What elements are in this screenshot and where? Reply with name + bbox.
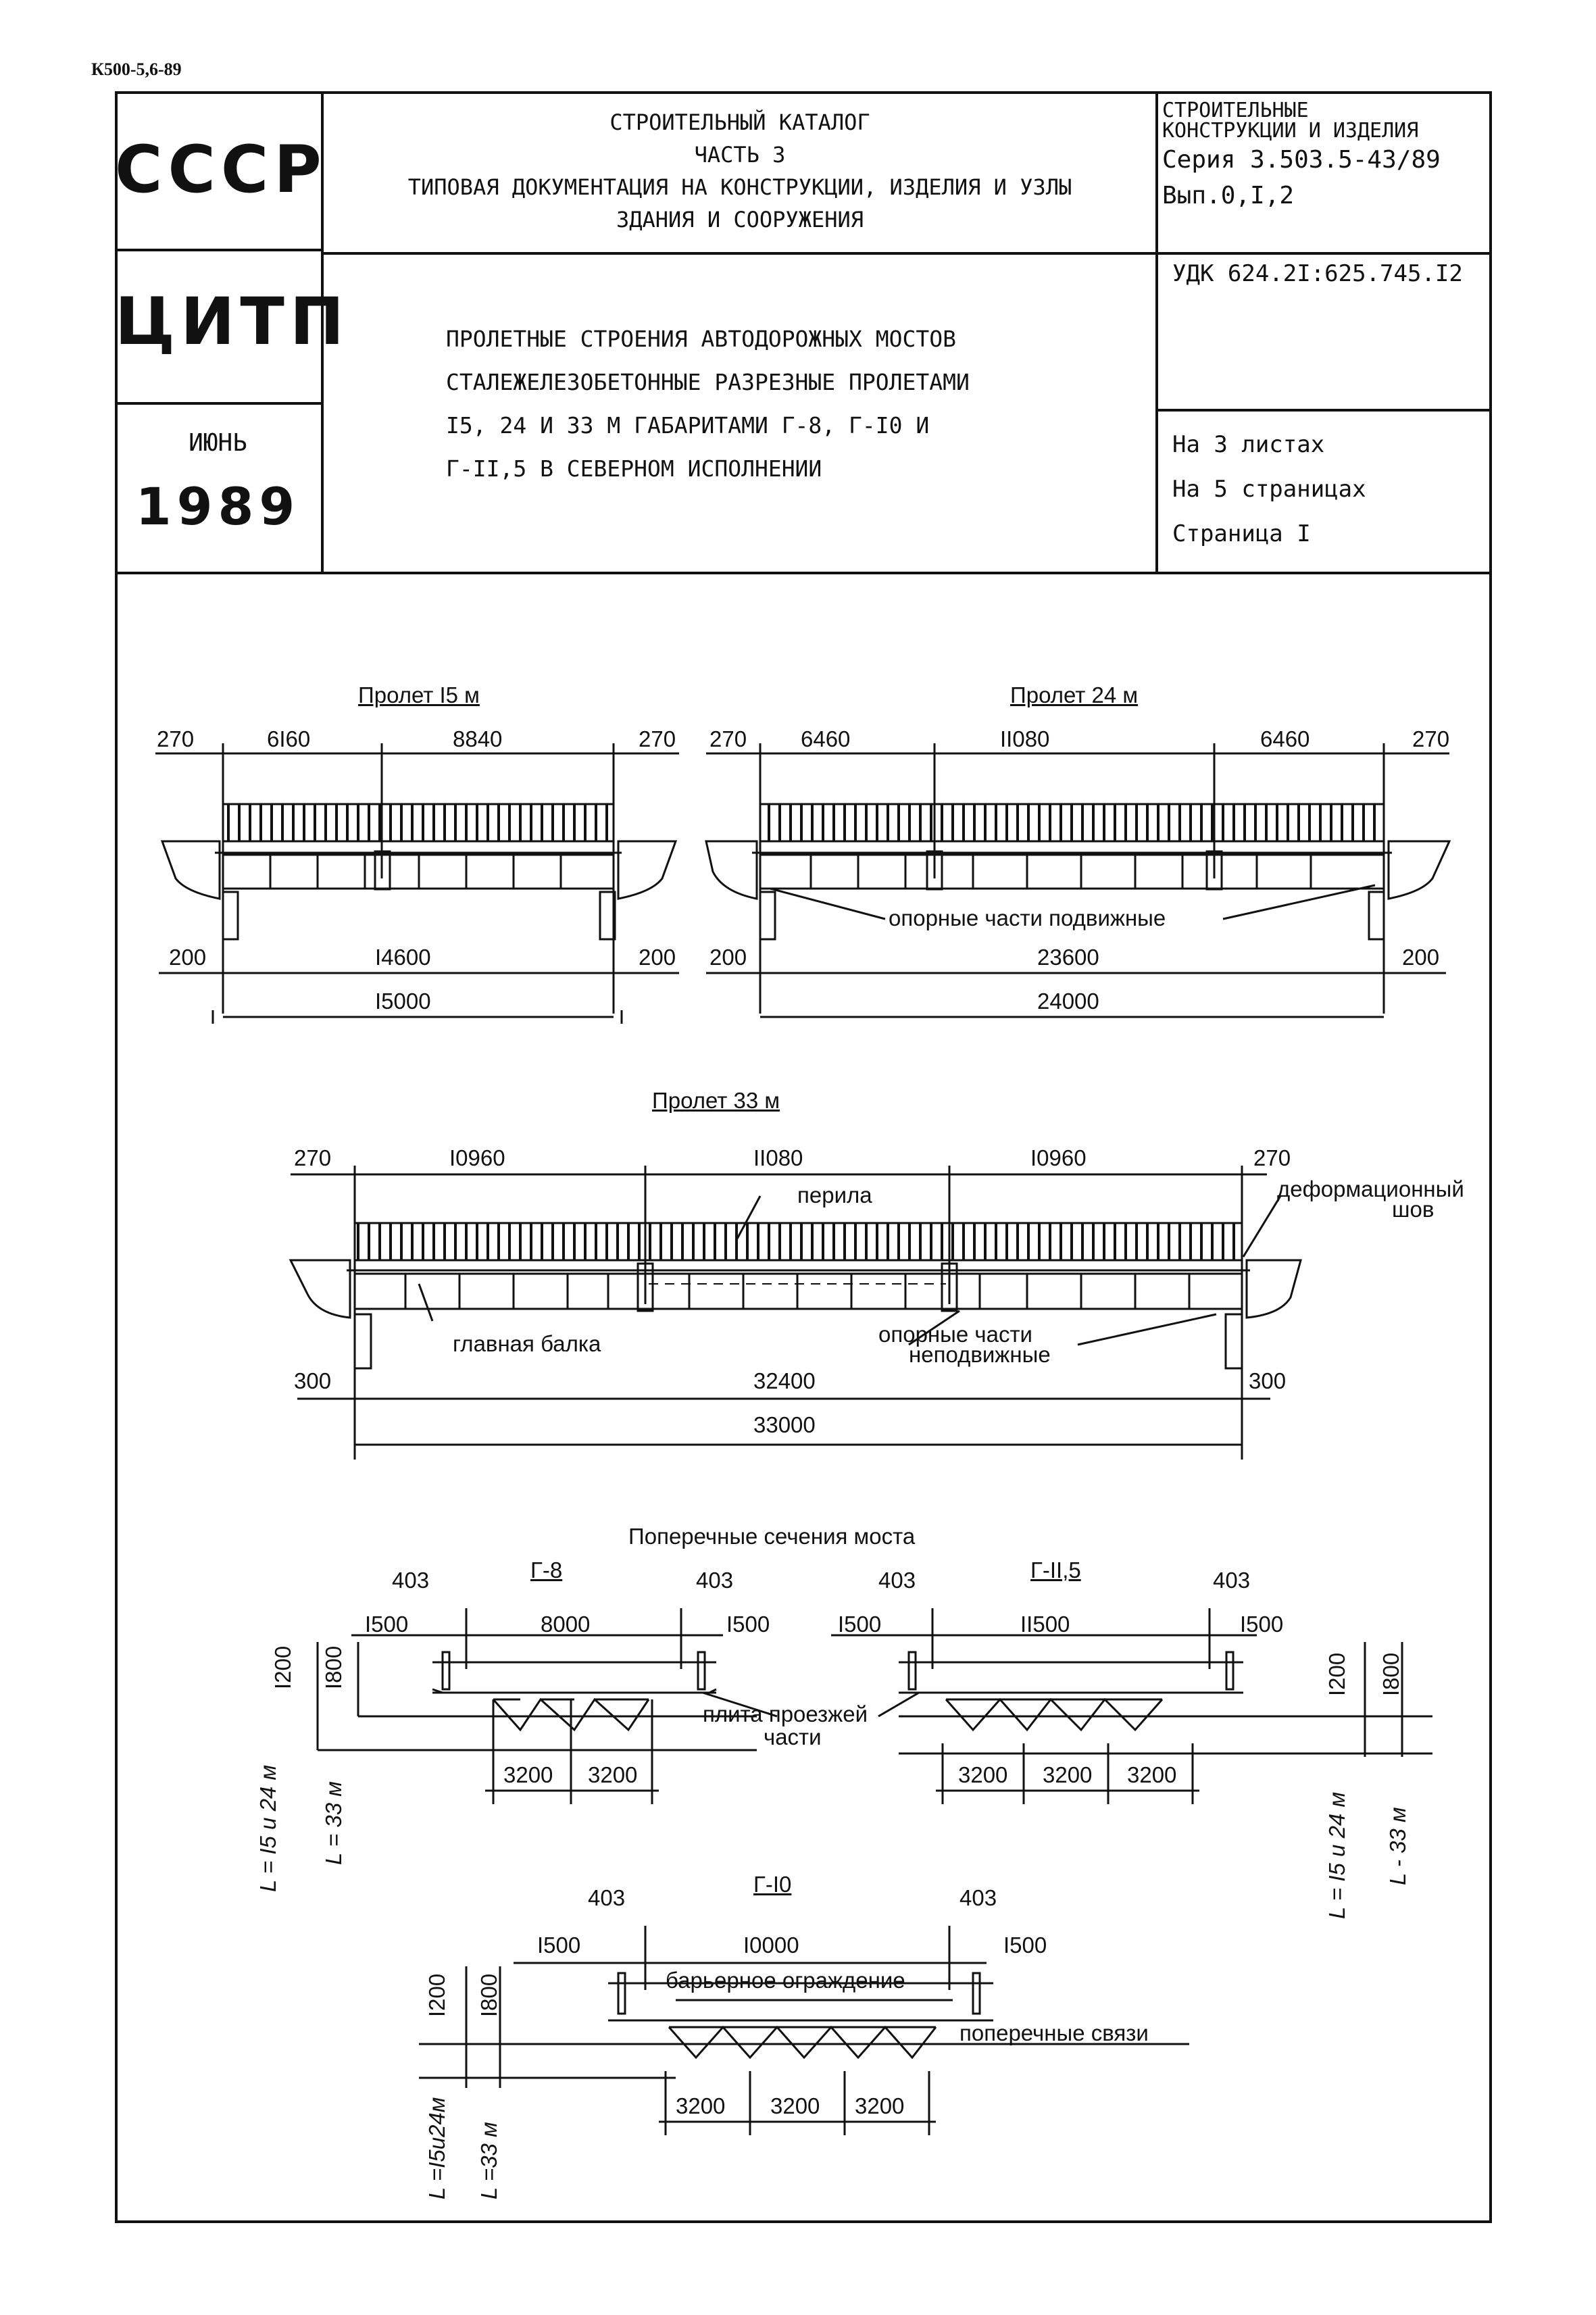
g115-dim-403-left: 403: [878, 1568, 916, 1593]
udk-code: УДК 624.2I:625.745.I2: [1172, 260, 1463, 287]
sheet-count: На 3 листах На 5 страницах Страница I: [1172, 431, 1366, 547]
g115-dim-1500-left: I500: [838, 1612, 882, 1637]
span15-dim-200-right: 200: [639, 945, 676, 970]
span24-dim-200-left: 200: [709, 945, 747, 970]
span15-dim-14600: I4600: [375, 945, 431, 970]
length-33-right: L - 33 м: [1385, 1807, 1410, 1885]
section-g8-title: Г-8: [530, 1558, 563, 1583]
height-1200-g10: I200: [424, 1973, 449, 2017]
barrier-label: барьерное ограждение: [666, 1968, 905, 1993]
cross-ties-label: поперечные связи: [959, 2020, 1149, 2045]
span24-bearings-movable: опорные части подвижные: [889, 905, 1166, 930]
g8-dim-1500-left: I500: [365, 1612, 409, 1637]
span24-dim-6460-right: 6460: [1260, 726, 1310, 751]
span33-dim-300-left: 300: [294, 1368, 332, 1393]
height-1800-left: I800: [321, 1645, 346, 1689]
g115-dim-3200-1: 3200: [958, 1762, 1008, 1787]
span33-dim-300-right: 300: [1249, 1368, 1287, 1393]
span15-dim-200-left: 200: [169, 945, 207, 970]
span15-title: Пролет I5 м: [358, 682, 480, 707]
span24-dim-270-right: 270: [1412, 726, 1450, 751]
title-block: СССР ЦИТП ИЮНЬ 1989 СТРОИТЕЛЬНЫЙ КАТАЛОГ…: [115, 91, 1492, 574]
height-1200-right: I200: [1324, 1652, 1349, 1696]
g10-dim-1500-right: I500: [1003, 1933, 1047, 1958]
span24-dim-11080: II080: [1000, 726, 1050, 751]
g10-dim-403-right: 403: [959, 1885, 997, 1910]
g115-dim-11500: II500: [1020, 1612, 1070, 1637]
span15-dim-270-right: 270: [639, 726, 676, 751]
height-1800-g10: I800: [476, 1973, 501, 2017]
g10-dim-3200-3: 3200: [855, 2093, 905, 2118]
length-15-24-g10: L =I5и24м: [424, 2097, 449, 2199]
span24-dim-270-left: 270: [709, 726, 747, 751]
g8-dim-3200-2: 3200: [588, 1762, 638, 1787]
span24-dim-23600: 23600: [1037, 945, 1099, 970]
span24-title: Пролет 24 м: [1010, 682, 1139, 707]
document-code: К500-5,6-89: [91, 59, 182, 79]
cross-sections-title: Поперечные сечения моста: [628, 1524, 916, 1549]
issue-year: 1989: [135, 476, 301, 537]
span24-dim-24000: 24000: [1037, 989, 1099, 1014]
span33-dim-10960-right: I0960: [1030, 1145, 1087, 1170]
document-title: ПРОЛЕТНЫЕ СТРОЕНИЯ АВТОДОРОЖНЫХ МОСТОВ С…: [446, 326, 970, 482]
span15-dim-270-left: 270: [157, 726, 195, 751]
height-1200-left: I200: [270, 1645, 295, 1689]
org-ussr: СССР: [115, 132, 327, 207]
span24-dim-6460-left: 6460: [801, 726, 851, 751]
g115-dim-1500-right: I500: [1240, 1612, 1284, 1637]
span33-dim-270-right: 270: [1253, 1145, 1291, 1170]
length-33-g10: L =33 м: [476, 2122, 501, 2199]
railing-label: перила: [797, 1183, 872, 1208]
span15-dim-6160: 6I60: [267, 726, 311, 751]
g10-dim-3200-1: 3200: [676, 2093, 726, 2118]
span33-title: Пролет 33 м: [652, 1088, 780, 1113]
g115-dim-3200-3: 3200: [1127, 1762, 1177, 1787]
span33-dim-11080: II080: [753, 1145, 803, 1170]
span33-dim-33000: 33000: [753, 1412, 816, 1437]
span15-dim-8840: 8840: [453, 726, 503, 751]
g115-dim-3200-2: 3200: [1043, 1762, 1093, 1787]
g8-dim-403-right: 403: [696, 1568, 734, 1593]
issue-month: ИЮНЬ: [189, 429, 247, 457]
span33-dim-10960-left: I0960: [449, 1145, 505, 1170]
g8-dim-8000: 8000: [541, 1612, 591, 1637]
g10-dim-403-left: 403: [588, 1885, 626, 1910]
length-33-left: L = 33 м: [321, 1781, 346, 1865]
series-box: СТРОИТЕЛЬНЫЕ КОНСТРУКЦИИ И ИЗДЕЛИЯ Серия…: [1162, 99, 1441, 210]
length-15-24-left: L = I5 и 24 м: [255, 1764, 280, 1892]
g10-dim-10000: I0000: [743, 1933, 799, 1958]
g115-dim-403-right: 403: [1213, 1568, 1251, 1593]
g8-dim-1500-right: I500: [726, 1612, 770, 1637]
span24-dim-200-right: 200: [1402, 945, 1440, 970]
g10-dim-1500-left: I500: [537, 1933, 581, 1958]
main-beam-label: главная балка: [453, 1331, 601, 1356]
g10-dim-3200-2: 3200: [770, 2093, 820, 2118]
section-g10-title: Г-I0: [753, 1872, 792, 1897]
page-frame: [115, 91, 1492, 2223]
span33-dim-32400: 32400: [753, 1368, 816, 1393]
g8-dim-403-left: 403: [392, 1568, 430, 1593]
g8-dim-3200-1: 3200: [503, 1762, 553, 1787]
org-citp: ЦИТП: [115, 284, 350, 359]
length-15-24-right: L = I5 и 24 м: [1324, 1791, 1349, 1919]
span33-dim-270-left: 270: [294, 1145, 332, 1170]
section-g115-title: Г-II,5: [1030, 1558, 1081, 1583]
span15-dim-15000: I5000: [375, 989, 431, 1014]
catalog-title: СТРОИТЕЛЬНЫЙ КАТАЛОГ ЧАСТЬ 3 ТИПОВАЯ ДОК…: [407, 109, 1072, 232]
height-1800-right: I800: [1378, 1652, 1403, 1696]
